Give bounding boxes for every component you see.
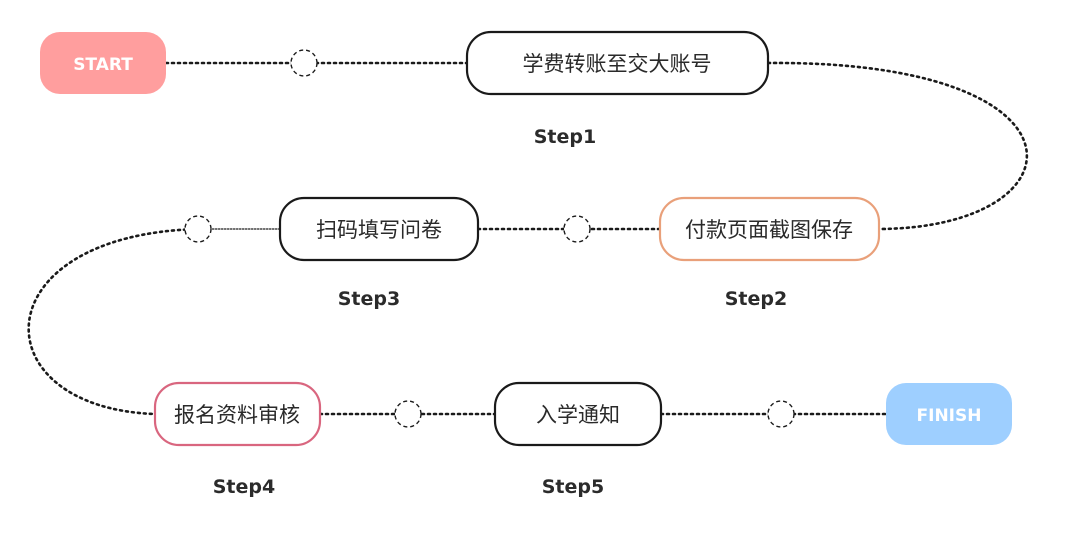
step-3: 扫码填写问卷 Step3 (278, 196, 480, 310)
step-5-label: 入学通知 (536, 403, 620, 427)
step-4-caption: Step4 (213, 476, 275, 498)
step-3-caption: Step3 (338, 288, 400, 310)
step-5: 入学通知 Step5 (493, 381, 663, 498)
connector-node (394, 400, 422, 428)
step-4-box (153, 381, 322, 447)
finish-label: FINISH (917, 406, 982, 426)
start-terminal: START (40, 32, 166, 94)
finish-pill (886, 383, 1012, 445)
connector-node (290, 49, 318, 77)
connector-nodes (184, 49, 795, 428)
step-4-label: 报名资料审核 (174, 403, 300, 427)
step-1: 学费转账至交大账号 Step1 (465, 30, 770, 148)
connector-node (767, 400, 795, 428)
start-label: START (73, 55, 133, 75)
step-3-box (278, 196, 480, 262)
step-2-label: 付款页面截图保存 (685, 218, 853, 242)
step-1-box (465, 30, 770, 96)
step-1-caption: Step1 (534, 126, 596, 148)
step-1-label: 学费转账至交大账号 (523, 52, 712, 76)
start-pill (40, 32, 166, 94)
step-2-caption: Step2 (725, 288, 787, 310)
connector-node (563, 215, 591, 243)
step-2: 付款页面截图保存 Step2 (658, 196, 881, 310)
step-5-box (493, 381, 663, 447)
connectors (27, 61, 1029, 416)
connector-step3-step4 (27, 227, 200, 416)
step-5-caption: Step5 (542, 476, 604, 498)
finish-terminal: FINISH (886, 383, 1012, 445)
step-4: 报名资料审核 Step4 (153, 381, 322, 498)
connector-node (184, 215, 212, 243)
step-2-box (658, 196, 881, 262)
step-3-label: 扫码填写问卷 (316, 218, 442, 242)
connector-step1-step2 (766, 61, 1029, 231)
